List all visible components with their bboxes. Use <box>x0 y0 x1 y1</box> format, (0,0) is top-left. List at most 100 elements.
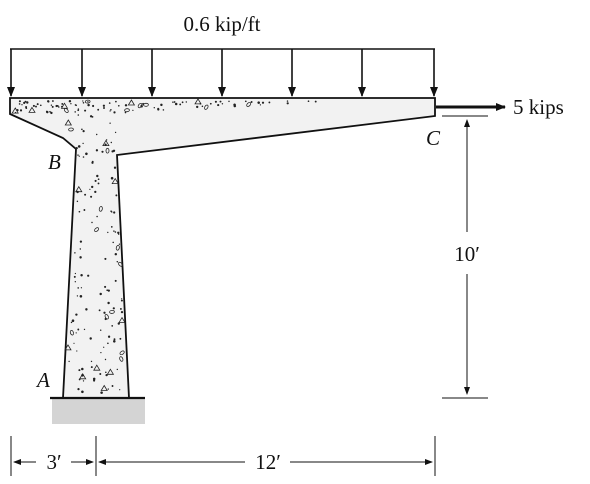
concrete-speckle <box>82 380 85 382</box>
concrete-speckle <box>114 279 117 282</box>
concrete-speckle <box>268 101 271 104</box>
concrete-speckle <box>91 185 94 189</box>
concrete-speckle <box>121 298 123 300</box>
concrete-speckle <box>74 281 76 283</box>
frame-body <box>9 97 436 399</box>
concrete-speckle <box>77 114 80 116</box>
concrete-speckle <box>50 104 53 106</box>
concrete-speckle <box>14 111 17 114</box>
concrete-speckle <box>103 107 105 109</box>
concrete-speckle <box>84 109 87 112</box>
concrete-speckle <box>115 194 118 197</box>
concrete-speckle <box>82 142 84 145</box>
concrete-speckle <box>90 366 93 369</box>
concrete-speckle <box>250 101 253 103</box>
concrete-speckle <box>174 102 178 106</box>
concrete-speckle <box>104 314 109 320</box>
concrete-speckle <box>78 369 81 372</box>
concrete-speckle <box>77 145 81 148</box>
concrete-speckle <box>99 292 102 296</box>
concrete-speckle <box>77 154 79 156</box>
concrete-speckle <box>109 122 111 124</box>
concrete-speckle <box>110 109 112 111</box>
concrete-speckle <box>116 261 119 263</box>
concrete-speckle <box>97 178 100 181</box>
concrete-speckle <box>93 379 96 382</box>
concrete-speckle <box>111 150 114 153</box>
concrete-speckle <box>76 190 79 194</box>
concrete-speckle <box>114 252 118 256</box>
concrete-speckle <box>113 230 115 232</box>
concrete-speckle <box>26 101 29 104</box>
concrete-speckle <box>244 100 247 103</box>
point-label-c: C <box>426 126 441 150</box>
concrete-speckle <box>104 257 107 260</box>
concrete-speckle <box>63 108 69 113</box>
concrete-speckle <box>118 261 123 267</box>
concrete-speckle <box>124 104 128 107</box>
concrete-speckle <box>80 287 83 289</box>
concrete-texture <box>11 98 317 394</box>
concrete-speckle <box>85 152 88 156</box>
concrete-speckle <box>83 328 86 331</box>
concrete-speckle <box>112 307 115 310</box>
concrete-speckle <box>82 100 84 102</box>
concrete-speckle <box>107 231 109 234</box>
concrete-speckle <box>113 111 116 114</box>
concrete-speckle <box>124 108 130 113</box>
concrete-speckle <box>120 310 124 314</box>
concrete-speckle <box>119 350 125 356</box>
concrete-speckle <box>80 273 83 277</box>
concrete-speckle <box>114 231 117 233</box>
concrete-speckle <box>118 316 126 323</box>
concrete-speckle <box>75 313 78 316</box>
concrete-speckle <box>117 104 120 107</box>
concrete-speckle <box>70 103 72 105</box>
concrete-speckle <box>113 166 117 169</box>
concrete-speckle <box>115 100 117 103</box>
concrete-speckle <box>105 139 108 141</box>
concrete-speckle <box>103 346 105 348</box>
point-label-a: A <box>35 368 50 392</box>
concrete-speckle <box>25 106 28 108</box>
concrete-speckle <box>91 161 94 164</box>
concrete-speckle <box>201 105 204 108</box>
concrete-speckle <box>61 105 63 108</box>
concrete-speckle <box>75 146 78 150</box>
concrete-speckle <box>76 200 79 203</box>
concrete-speckle <box>307 100 310 103</box>
concrete-speckle <box>36 103 39 106</box>
concrete-speckle <box>87 103 90 107</box>
concrete-speckle <box>259 104 262 106</box>
concrete-speckle <box>74 111 76 113</box>
concrete-speckle <box>118 243 121 245</box>
concrete-speckle <box>75 185 83 193</box>
concrete-speckle <box>47 100 50 103</box>
point-label-b: B <box>48 150 61 174</box>
concrete-speckle <box>314 100 317 103</box>
concrete-speckle <box>23 101 26 104</box>
concrete-speckle <box>51 105 54 108</box>
concrete-speckle <box>58 106 60 108</box>
concrete-speckle <box>119 356 124 362</box>
concrete-speckle <box>204 104 209 110</box>
concrete-speckle <box>94 179 97 182</box>
concrete-speckle <box>106 368 115 375</box>
concrete-speckle <box>209 102 212 105</box>
concrete-speckle <box>97 108 100 111</box>
concrete-speckle <box>132 109 134 112</box>
concrete-speckle <box>76 295 79 297</box>
concrete-speckle <box>113 338 116 341</box>
concrete-speckle <box>28 106 36 113</box>
concrete-speckle <box>46 110 49 114</box>
concrete-speckle <box>104 285 107 288</box>
concrete-speckle <box>115 245 120 251</box>
concrete-speckle <box>82 156 85 158</box>
concrete-speckle <box>89 337 92 340</box>
concrete-speckle <box>79 240 83 243</box>
concrete-speckle <box>68 127 74 132</box>
concrete-speckle <box>92 104 95 108</box>
concrete-speckle <box>77 108 80 110</box>
concrete-speckle <box>102 139 110 146</box>
